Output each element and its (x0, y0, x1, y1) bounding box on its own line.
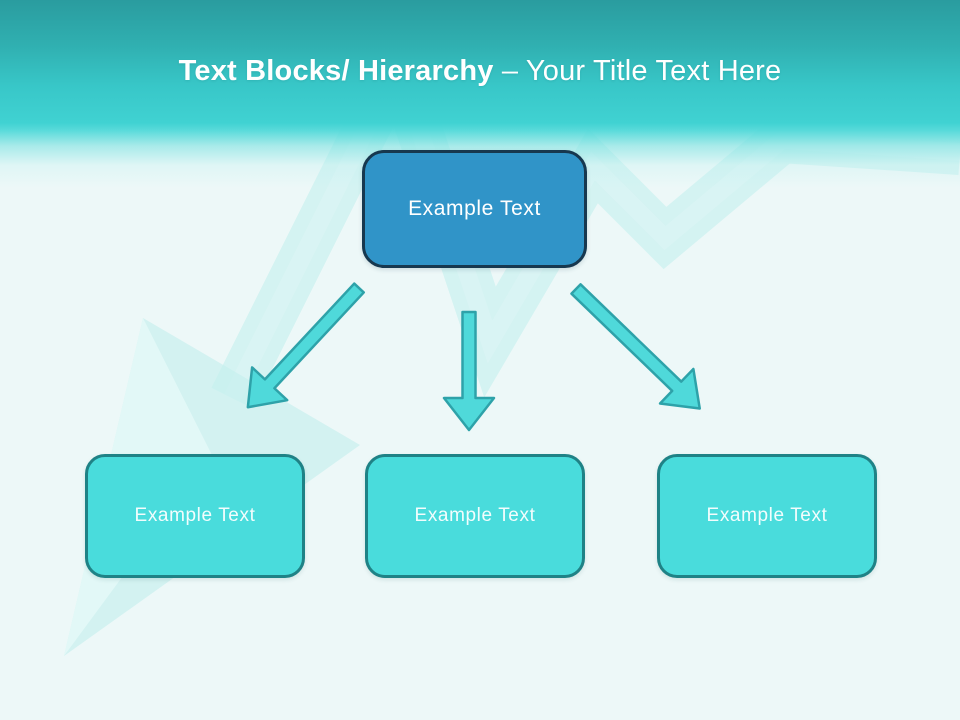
slide-title: Text Blocks/ Hierarchy – Your Title Text… (0, 52, 960, 90)
background-zigzag-shaft (211, 6, 960, 409)
child-node-label: Example Text (414, 505, 536, 526)
arrow-down-left-icon (246, 282, 366, 409)
background-zigzag-highlight (223, 42, 960, 403)
title-bold-text: Text Blocks/ Hierarchy (178, 55, 494, 87)
root-node: Example Text (362, 150, 587, 268)
child-node-label: Example Text (134, 505, 256, 526)
child-node-1: Example Text (85, 454, 305, 578)
title-regular-text: – Your Title Text Here (501, 55, 782, 87)
child-node-2: Example Text (365, 454, 585, 578)
arrow-down-right-icon (570, 283, 701, 410)
child-node-3: Example Text (657, 454, 877, 578)
child-node-label: Example Text (706, 505, 828, 526)
root-node-label: Example Text (408, 197, 541, 220)
arrow-down-icon (442, 310, 496, 432)
